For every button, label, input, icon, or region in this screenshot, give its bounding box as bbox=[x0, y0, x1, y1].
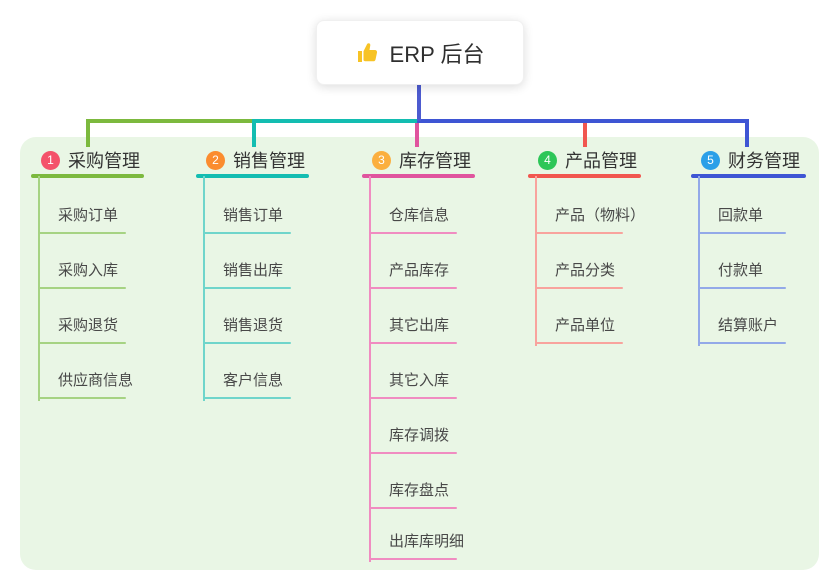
child-underline bbox=[535, 342, 623, 344]
connector-branch-5 bbox=[417, 119, 749, 147]
child-node[interactable]: 其它入库 bbox=[369, 369, 457, 399]
child-label: 结算账户 bbox=[718, 317, 779, 334]
child-label: 产品（物料） bbox=[555, 207, 646, 224]
branch-label: 财务管理 bbox=[728, 151, 800, 171]
branch-label: 库存管理 bbox=[399, 151, 471, 171]
child-label: 销售退货 bbox=[223, 317, 284, 334]
child-node[interactable]: 回款单 bbox=[698, 204, 786, 234]
child-underline bbox=[535, 287, 623, 289]
child-node[interactable]: 库存盘点 bbox=[369, 479, 457, 509]
branch-number-badge: 1 bbox=[41, 150, 60, 170]
branch-node[interactable]: 5 财务管理 bbox=[691, 146, 800, 174]
child-underline bbox=[698, 287, 786, 289]
thumbs-up-icon bbox=[356, 41, 380, 65]
child-underline bbox=[38, 342, 126, 344]
branch-label: 产品管理 bbox=[565, 151, 637, 171]
branch-label: 销售管理 bbox=[233, 151, 305, 171]
branch-spine-line bbox=[698, 176, 700, 346]
child-node[interactable]: 其它出库 bbox=[369, 314, 457, 344]
child-underline bbox=[38, 287, 126, 289]
child-label: 采购退货 bbox=[58, 317, 119, 334]
branch-node[interactable]: 3 库存管理 bbox=[362, 146, 471, 174]
connector-branch-2 bbox=[252, 119, 421, 147]
child-label: 客户信息 bbox=[223, 372, 284, 389]
child-underline bbox=[369, 397, 457, 399]
child-label: 销售订单 bbox=[223, 207, 284, 224]
child-node[interactable]: 销售退货 bbox=[203, 314, 291, 344]
branch-spine-line bbox=[535, 176, 537, 346]
root-node-label: ERP 后台 bbox=[389, 41, 485, 67]
branch-underline bbox=[528, 174, 641, 178]
child-node[interactable]: 出库库明细 bbox=[369, 530, 464, 560]
branch-node[interactable]: 2 销售管理 bbox=[196, 146, 305, 174]
branch-number-badge: 3 bbox=[372, 150, 391, 170]
child-node[interactable]: 客户信息 bbox=[203, 369, 291, 399]
child-underline bbox=[203, 342, 291, 344]
child-label: 仓库信息 bbox=[389, 207, 450, 224]
child-underline bbox=[203, 287, 291, 289]
branches-panel bbox=[20, 137, 819, 570]
child-underline bbox=[38, 232, 126, 234]
child-node[interactable]: 销售出库 bbox=[203, 259, 291, 289]
child-node[interactable]: 结算账户 bbox=[698, 314, 786, 344]
branch-underline bbox=[196, 174, 309, 178]
child-node[interactable]: 供应商信息 bbox=[38, 369, 133, 399]
child-node[interactable]: 产品分类 bbox=[535, 259, 623, 289]
branch-node[interactable]: 4 产品管理 bbox=[528, 146, 637, 174]
child-node[interactable]: 产品（物料） bbox=[535, 204, 645, 234]
child-underline bbox=[38, 397, 126, 399]
child-node[interactable]: 采购入库 bbox=[38, 259, 126, 289]
child-underline bbox=[369, 452, 457, 454]
child-label: 采购入库 bbox=[58, 262, 119, 279]
child-label: 库存调拨 bbox=[389, 427, 450, 444]
branch-node[interactable]: 1 采购管理 bbox=[31, 146, 140, 174]
child-node[interactable]: 库存调拨 bbox=[369, 424, 457, 454]
child-node[interactable]: 销售订单 bbox=[203, 204, 291, 234]
branch-number-badge: 5 bbox=[701, 150, 720, 170]
child-underline bbox=[203, 397, 291, 399]
child-underline bbox=[369, 287, 457, 289]
child-underline bbox=[369, 558, 457, 560]
branch-underline bbox=[31, 174, 144, 178]
child-label: 产品单位 bbox=[555, 317, 616, 334]
branch-number-badge: 2 bbox=[206, 150, 225, 170]
child-node[interactable]: 采购退货 bbox=[38, 314, 126, 344]
branch-number-badge: 4 bbox=[538, 150, 557, 170]
child-node[interactable]: 产品单位 bbox=[535, 314, 623, 344]
branch-spine-line bbox=[369, 176, 371, 562]
child-underline bbox=[535, 232, 623, 234]
child-label: 库存盘点 bbox=[389, 482, 450, 499]
root-node[interactable]: ERP 后台 bbox=[316, 20, 524, 85]
child-label: 其它入库 bbox=[389, 372, 450, 389]
branch-label: 采购管理 bbox=[68, 151, 140, 171]
child-underline bbox=[369, 342, 457, 344]
child-label: 产品库存 bbox=[389, 262, 450, 279]
child-underline bbox=[698, 232, 786, 234]
child-label: 供应商信息 bbox=[58, 372, 134, 389]
branch-underline bbox=[362, 174, 475, 178]
child-label: 出库库明细 bbox=[389, 533, 465, 550]
child-underline bbox=[698, 342, 786, 344]
child-node[interactable]: 仓库信息 bbox=[369, 204, 457, 234]
child-underline bbox=[369, 232, 457, 234]
child-underline bbox=[369, 507, 457, 509]
child-label: 付款单 bbox=[718, 262, 764, 279]
child-node[interactable]: 付款单 bbox=[698, 259, 786, 289]
child-label: 产品分类 bbox=[555, 262, 616, 279]
child-node[interactable]: 采购订单 bbox=[38, 204, 126, 234]
connector-branch-1 bbox=[86, 119, 256, 147]
child-underline bbox=[203, 232, 291, 234]
child-label: 采购订单 bbox=[58, 207, 119, 224]
child-node[interactable]: 产品库存 bbox=[369, 259, 457, 289]
child-label: 回款单 bbox=[718, 207, 764, 224]
child-label: 销售出库 bbox=[223, 262, 284, 279]
branch-underline bbox=[691, 174, 806, 178]
child-label: 其它出库 bbox=[389, 317, 450, 334]
